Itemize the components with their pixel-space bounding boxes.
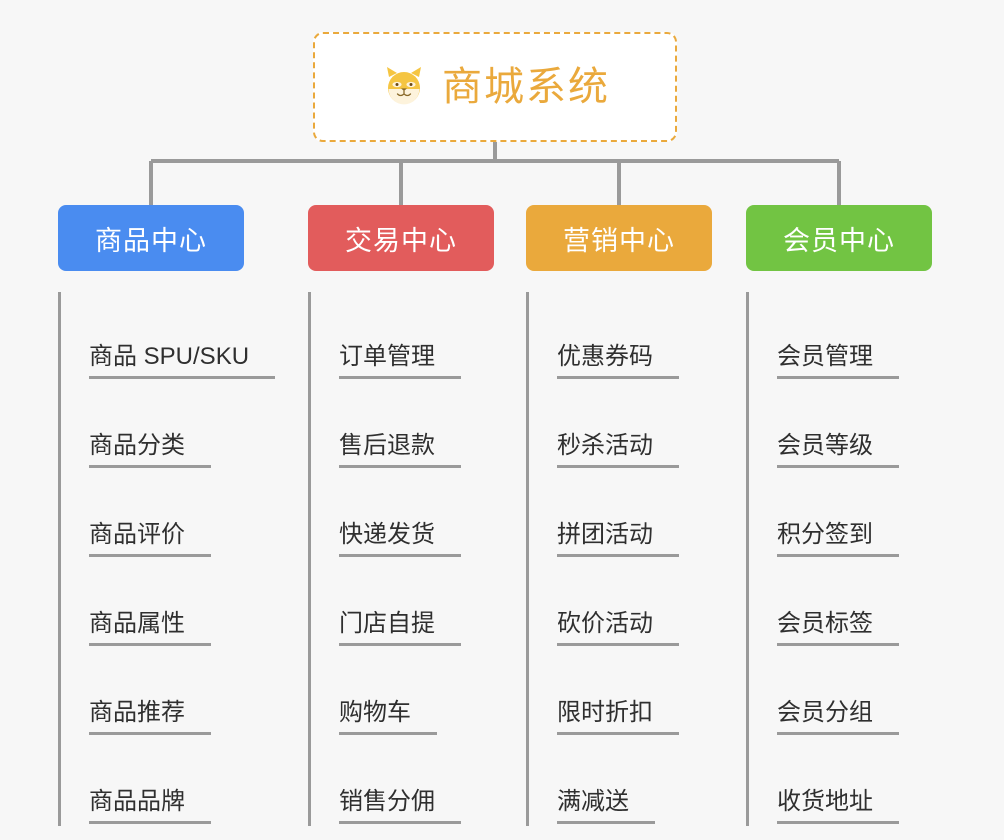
branch-header-label: 营销中心 bbox=[563, 225, 675, 256]
leaf-item-label: 拼团活动 bbox=[557, 520, 679, 557]
leaf-item-label: 会员标签 bbox=[777, 609, 899, 646]
leaf-item[interactable]: 限时折扣 bbox=[531, 648, 712, 737]
leaf-item-label: 商品分类 bbox=[89, 431, 211, 468]
leaf-item-label: 商品品牌 bbox=[89, 787, 211, 824]
leaf-item[interactable]: 积分签到 bbox=[751, 470, 932, 559]
branch-header-marketing-center[interactable]: 营销中心 bbox=[526, 205, 712, 271]
leaf-item-label: 积分签到 bbox=[777, 520, 899, 557]
branch-header-label: 会员中心 bbox=[783, 225, 895, 256]
leaf-item-label: 会员分组 bbox=[777, 698, 899, 735]
leaf-item[interactable]: 会员管理 bbox=[751, 292, 932, 381]
shiba-dog-face-icon bbox=[380, 63, 428, 111]
leaf-item-label: 会员等级 bbox=[777, 431, 899, 468]
leaf-item[interactable]: 商品品牌 bbox=[63, 737, 244, 826]
leaf-item-label: 砍价活动 bbox=[557, 609, 679, 646]
branch-header-trade-center[interactable]: 交易中心 bbox=[308, 205, 494, 271]
branch-column-marketing-center: 营销中心 优惠券码 秒杀活动 拼团活动 砍价活动 限时折扣 满减送 bbox=[526, 205, 712, 826]
leaf-item-label: 限时折扣 bbox=[557, 698, 679, 735]
leaf-item[interactable]: 砍价活动 bbox=[531, 559, 712, 648]
branch-column-member-center: 会员中心 会员管理 会员等级 积分签到 会员标签 会员分组 收货地址 bbox=[746, 205, 932, 826]
branch-header-member-center[interactable]: 会员中心 bbox=[746, 205, 932, 271]
leaf-item[interactable]: 会员分组 bbox=[751, 648, 932, 737]
leaf-item-label: 商品属性 bbox=[89, 609, 211, 646]
branch-header-label: 商品中心 bbox=[95, 225, 207, 256]
leaf-item[interactable]: 优惠券码 bbox=[531, 292, 712, 381]
leaf-list-product-center: 商品 SPU/SKU 商品分类 商品评价 商品属性 商品推荐 商品品牌 bbox=[58, 292, 276, 826]
branch-header-product-center[interactable]: 商品中心 bbox=[58, 205, 244, 271]
leaf-list-trade-center: 订单管理 售后退款 快递发货 门店自提 购物车 销售分佣 bbox=[308, 292, 494, 826]
leaf-item-label: 销售分佣 bbox=[339, 787, 461, 824]
leaf-item[interactable]: 售后退款 bbox=[313, 381, 494, 470]
leaf-item-label: 购物车 bbox=[339, 698, 437, 735]
leaf-item[interactable]: 商品 SPU/SKU bbox=[63, 292, 276, 381]
leaf-item-label: 秒杀活动 bbox=[557, 431, 679, 468]
leaf-item-label: 商品评价 bbox=[89, 520, 211, 557]
leaf-item-label: 会员管理 bbox=[777, 342, 899, 379]
leaf-item[interactable]: 会员等级 bbox=[751, 381, 932, 470]
leaf-item-label: 门店自提 bbox=[339, 609, 461, 646]
branch-column-trade-center: 交易中心 订单管理 售后退款 快递发货 门店自提 购物车 销售分佣 bbox=[308, 205, 494, 826]
leaf-item[interactable]: 拼团活动 bbox=[531, 470, 712, 559]
leaf-item-label: 订单管理 bbox=[339, 342, 461, 379]
leaf-item[interactable]: 商品分类 bbox=[63, 381, 244, 470]
leaf-list-marketing-center: 优惠券码 秒杀活动 拼团活动 砍价活动 限时折扣 满减送 bbox=[526, 292, 712, 826]
leaf-item-label: 优惠券码 bbox=[557, 342, 679, 379]
leaf-item[interactable]: 商品推荐 bbox=[63, 648, 244, 737]
leaf-item-label: 快递发货 bbox=[339, 520, 461, 557]
leaf-item[interactable]: 购物车 bbox=[313, 648, 494, 737]
branch-column-product-center: 商品中心 商品 SPU/SKU 商品分类 商品评价 商品属性 商品推荐 商品品牌 bbox=[58, 205, 276, 826]
leaf-item[interactable]: 秒杀活动 bbox=[531, 381, 712, 470]
root-title: 商城系统 bbox=[442, 65, 610, 109]
leaf-item[interactable]: 收货地址 bbox=[751, 737, 932, 826]
root-node[interactable]: 商城系统 bbox=[313, 32, 677, 142]
branch-header-label: 交易中心 bbox=[345, 225, 457, 256]
leaf-item[interactable]: 门店自提 bbox=[313, 559, 494, 648]
leaf-item-label: 满减送 bbox=[557, 787, 655, 824]
leaf-item-label: 售后退款 bbox=[339, 431, 461, 468]
leaf-item[interactable]: 快递发货 bbox=[313, 470, 494, 559]
leaf-item-label: 收货地址 bbox=[777, 787, 899, 824]
leaf-item-label: 商品推荐 bbox=[89, 698, 211, 735]
leaf-item[interactable]: 满减送 bbox=[531, 737, 712, 826]
leaf-list-member-center: 会员管理 会员等级 积分签到 会员标签 会员分组 收货地址 bbox=[746, 292, 932, 826]
leaf-item-label: 商品 SPU/SKU bbox=[89, 342, 276, 379]
leaf-item[interactable]: 商品属性 bbox=[63, 559, 244, 648]
leaf-item[interactable]: 订单管理 bbox=[313, 292, 494, 381]
leaf-item[interactable]: 会员标签 bbox=[751, 559, 932, 648]
leaf-item[interactable]: 销售分佣 bbox=[313, 737, 494, 826]
leaf-item[interactable]: 商品评价 bbox=[63, 470, 244, 559]
